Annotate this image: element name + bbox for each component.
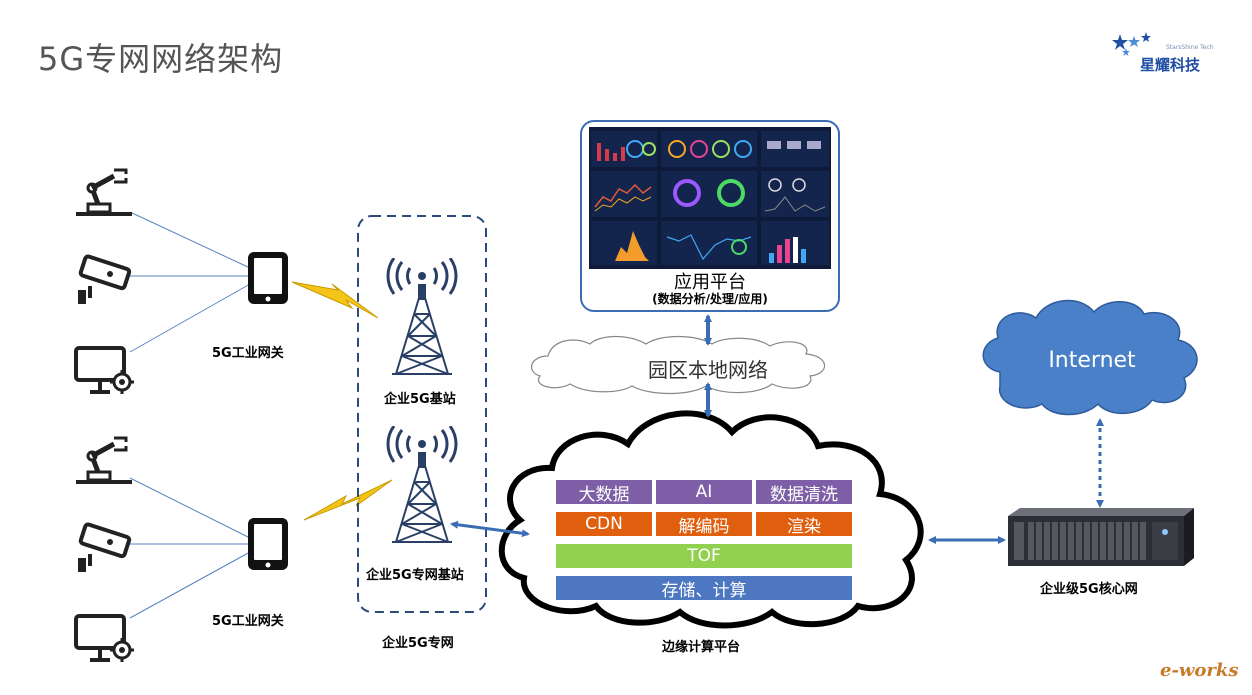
monitor-gear-icon [74,614,134,662]
layer-render: 渲染 [756,512,852,537]
brand-name: 星耀科技 [1140,56,1201,74]
app-platform-title: 应用平台 [674,272,746,293]
monitor-gear-icon [74,346,134,394]
campus-cloud [531,335,826,395]
tablet-icon [248,252,288,304]
layer-data-cleaning: 数据清洗 [756,480,852,505]
internet-label: Internet [1048,348,1136,373]
cell-tower-icon [386,426,458,543]
brand-subtitle: StarsShine Tech [1166,44,1214,51]
cctv-camera-icon [78,522,132,572]
app-platform-subtitle: (数据分析/处理/应用) [652,292,768,306]
server-icon [1008,508,1194,566]
lightning-icon [303,479,393,521]
private-network-label: 企业5G专网 [382,636,454,651]
link-line [129,211,251,269]
lightning-icon [291,281,379,319]
link-line [129,283,251,353]
cell-tower-icon [386,258,458,375]
arrow-station-edge [450,520,530,538]
link-line [129,551,251,619]
cctv-camera-icon [78,254,132,304]
gateway-label-1: 5G工业网关 [212,346,284,361]
page-title: 5G专网网络架构 [38,40,284,78]
tablet-icon [248,518,288,570]
private-network-boundary [357,215,487,613]
core-network-label: 企业级5G核心网 [1040,582,1138,597]
dashboard-screenshot [589,127,831,269]
base-station-label-2: 企业5G专网基站 [366,568,464,583]
layer-codec: 解编码 [656,512,752,537]
robot-arm-icon [76,168,132,216]
layer-big-data: 大数据 [556,480,652,505]
brand-logo: StarsShine Tech 星耀科技 [1112,32,1222,76]
base-station-label-1: 企业5G基站 [384,392,456,407]
app-platform-panel: 应用平台 (数据分析/处理/应用) [580,120,840,312]
robot-arm-icon [76,436,132,484]
campus-network-label: 园区本地网络 [648,358,768,382]
layer-storage-compute: 存储、计算 [556,576,852,601]
internet-cloud [982,299,1198,416]
gateway-label-2: 5G工业网关 [212,614,284,629]
layer-tof: TOF [556,544,852,568]
stars-icon [1112,32,1151,56]
layer-cdn: CDN [556,512,652,536]
edge-platform-label: 边缘计算平台 [662,640,741,655]
layer-ai: AI [656,480,752,504]
link-line [129,477,251,539]
watermark: e-works [1160,660,1239,681]
